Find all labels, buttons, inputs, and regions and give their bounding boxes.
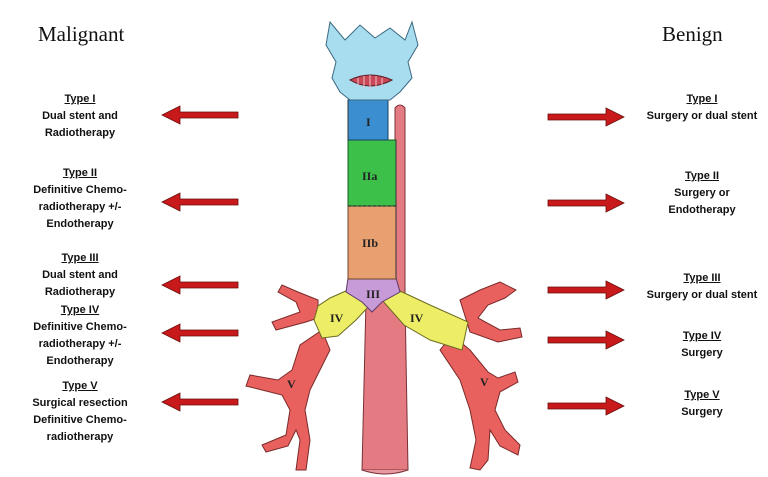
zone-5-left-label: V (287, 377, 296, 391)
left-bronchus-v (246, 330, 330, 470)
right-bronchus-v (440, 335, 520, 470)
zone-4-right-label: IV (410, 311, 424, 325)
zone-1-label: I (366, 115, 371, 129)
zone-5-right-label: V (480, 375, 489, 389)
right-upper-branch (460, 282, 522, 342)
zone-3-label: III (366, 287, 380, 301)
left-upper-branch (272, 285, 318, 330)
zone-4-left-label: IV (330, 311, 344, 325)
zone-2a-label: IIa (362, 169, 377, 183)
zone-2b-label: IIb (362, 236, 378, 250)
larynx (326, 22, 418, 100)
